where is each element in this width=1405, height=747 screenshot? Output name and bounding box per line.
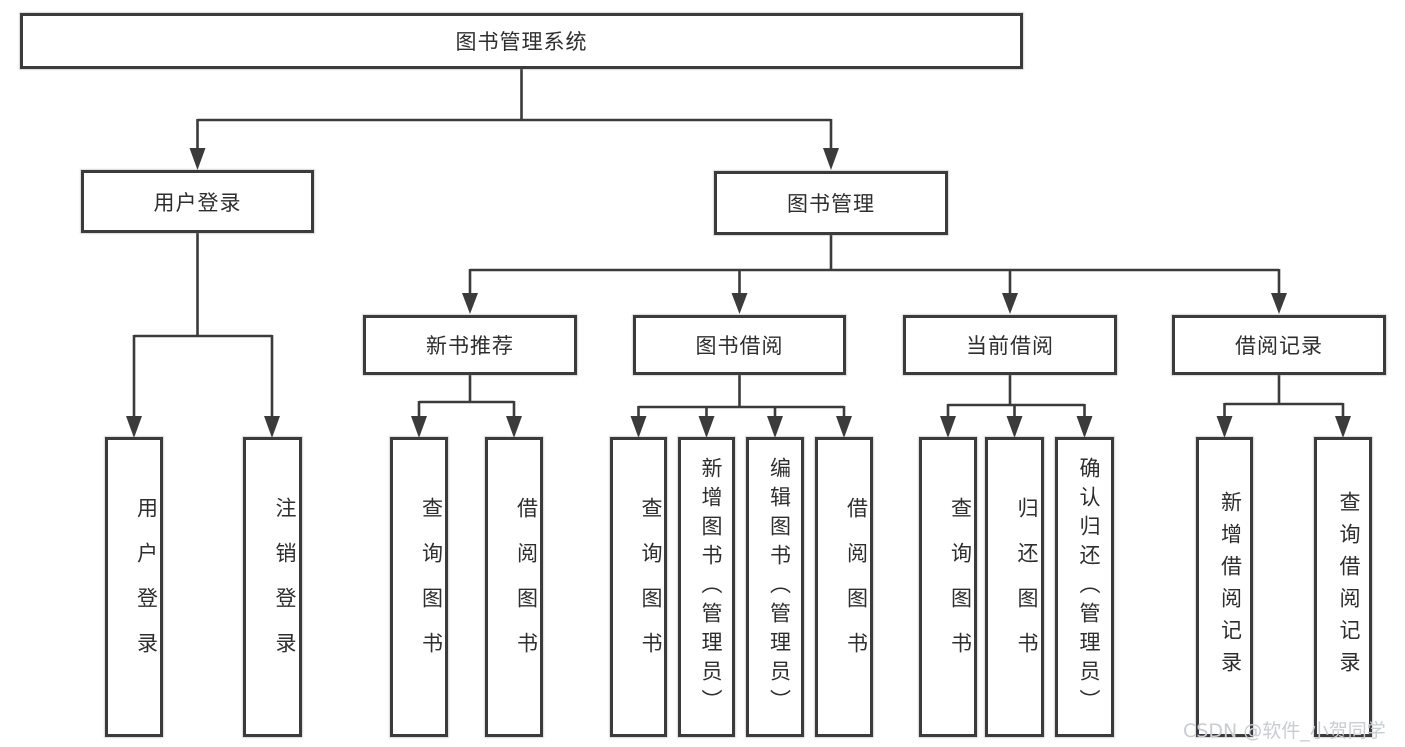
leaf-borrowing-query-books-label: 查询图书 (639, 497, 663, 677)
leaf-current-confirm-return-admin-label: 确认归还（管理员） (1077, 456, 1101, 718)
node-user-login-label: 用户登录 (153, 190, 242, 215)
leaf-newbook-borrow-books: 借阅图书 (485, 437, 543, 737)
connector-book-borrowing-children (630, 375, 852, 438)
node-book-borrowing: 图书借阅 (633, 315, 846, 375)
leaf-user-login-label: 用户登录 (134, 497, 159, 677)
leaf-current-return-books-label: 归还图书 (1015, 497, 1039, 677)
node-book-management-label: 图书管理 (787, 192, 875, 216)
node-book-borrowing-label: 图书借阅 (695, 334, 784, 358)
connector-book-management-children (462, 235, 1287, 314)
leaf-records-add-record-label: 新增借阅记录 (1218, 491, 1243, 683)
leaf-user-login: 用户登录 (105, 437, 163, 737)
leaf-borrowing-add-books-admin: 新增图书（管理员） (678, 437, 735, 737)
leaf-newbook-query-books-label: 查询图书 (419, 497, 444, 677)
node-borrowing-records: 借阅记录 (1172, 315, 1386, 375)
csdn-watermark: CSDN @软件_小贺同学 (1183, 720, 1386, 742)
leaf-records-add-record: 新增借阅记录 (1196, 437, 1253, 737)
leaf-borrowing-edit-books-admin: 编辑图书（管理员） (746, 437, 804, 737)
connector-root-to-level2 (189, 69, 839, 170)
leaf-current-confirm-return-admin: 确认归还（管理员） (1055, 437, 1114, 737)
connector-new-book-children (411, 375, 522, 438)
connector-user-login-children (126, 233, 280, 438)
leaf-borrowing-query-books: 查询图书 (610, 437, 667, 737)
leaf-records-query-record: 查询借阅记录 (1314, 437, 1372, 737)
node-new-book-recommendation: 新书推荐 (363, 315, 577, 375)
connector-current-borrowing-children (940, 375, 1093, 438)
leaf-current-query-books: 查询图书 (919, 437, 977, 737)
leaf-borrowing-borrow-books: 借阅图书 (815, 437, 873, 737)
leaf-borrowing-edit-books-admin-label: 编辑图书（管理员） (767, 456, 792, 718)
node-current-borrowing-label: 当前借阅 (966, 334, 1054, 358)
leaf-current-return-books: 归还图书 (985, 437, 1044, 737)
node-root-label: 图书管理系统 (455, 30, 588, 54)
leaf-records-query-record-label: 查询借阅记录 (1337, 491, 1361, 683)
leaf-newbook-borrow-books-label: 借阅图书 (514, 497, 539, 677)
node-new-book-recommendation-label: 新书推荐 (426, 334, 514, 358)
node-user-login: 用户登录 (81, 170, 314, 233)
leaf-newbook-query-books: 查询图书 (390, 437, 448, 737)
leaf-borrowing-add-books-admin-label: 新增图书（管理员） (699, 456, 723, 718)
node-root: 图书管理系统 (20, 13, 1023, 69)
node-borrowing-records-label: 借阅记录 (1235, 334, 1323, 358)
connector-borrowing-records-children (1216, 375, 1351, 438)
leaf-logout: 注销登录 (243, 437, 302, 737)
leaf-logout-label: 注销登录 (273, 497, 297, 677)
leaf-borrowing-borrow-books-label: 借阅图书 (844, 497, 869, 677)
node-book-management: 图书管理 (714, 171, 948, 235)
node-current-borrowing: 当前借阅 (903, 315, 1117, 375)
leaf-current-query-books-label: 查询图书 (948, 497, 973, 677)
